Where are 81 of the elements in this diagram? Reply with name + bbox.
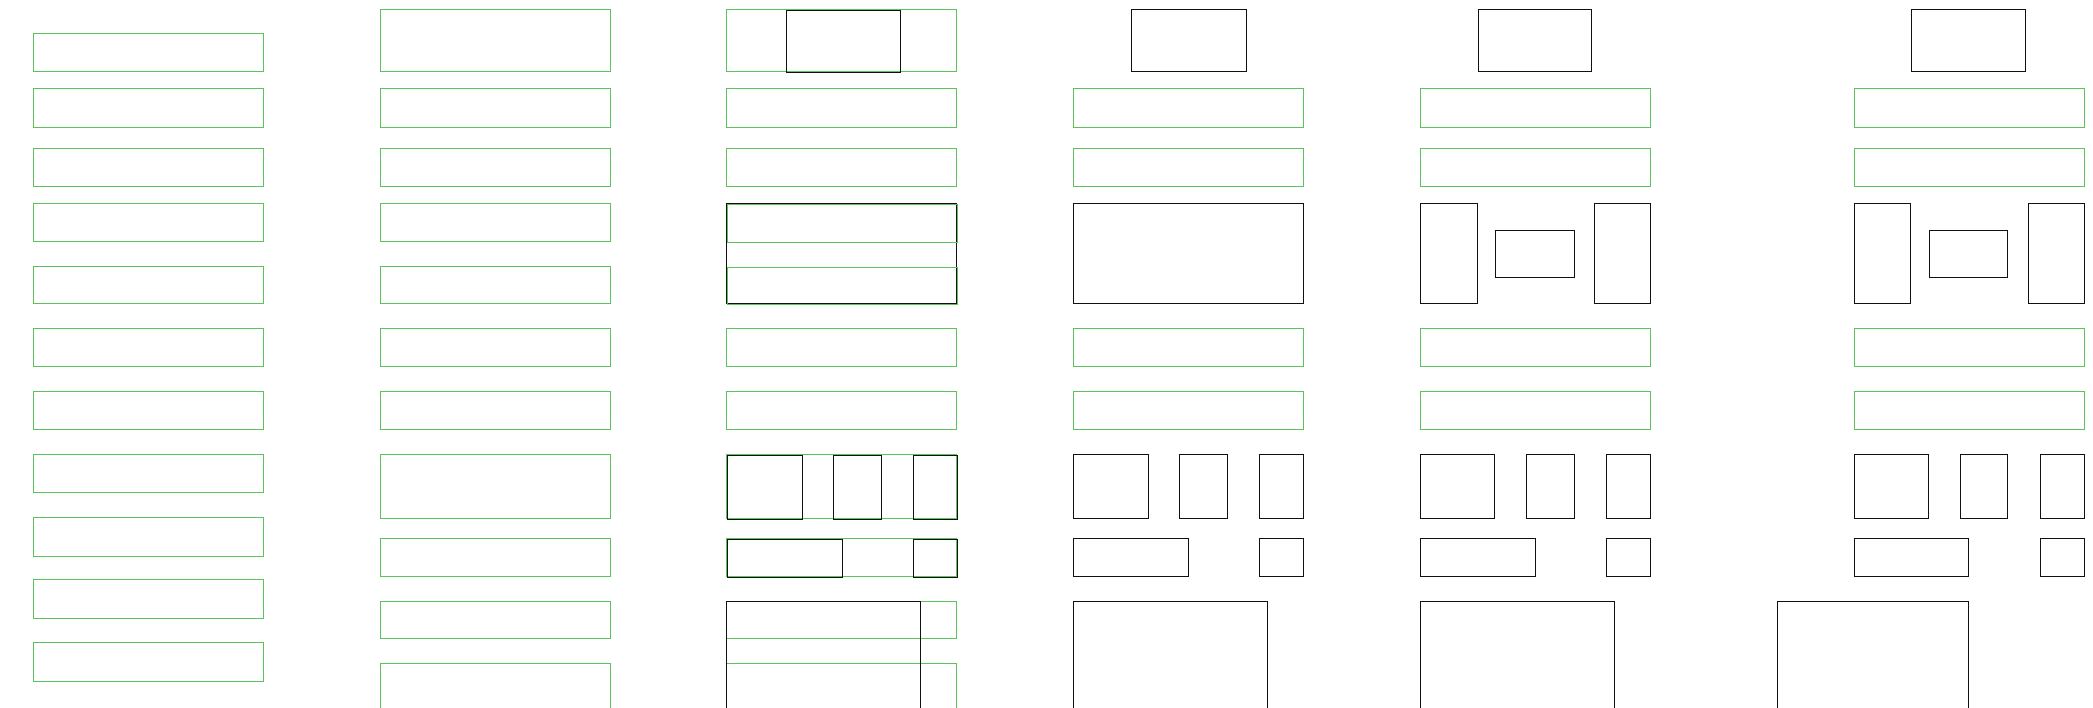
placeholder-box xyxy=(33,391,265,430)
placeholder-box xyxy=(727,203,959,243)
placeholder-box xyxy=(726,328,958,368)
placeholder-box xyxy=(727,266,959,306)
placeholder-box xyxy=(380,537,612,577)
placeholder-box xyxy=(912,538,959,578)
placeholder-box xyxy=(380,9,612,73)
placeholder-box xyxy=(726,391,958,430)
placeholder-box xyxy=(726,148,958,187)
placeholder-box xyxy=(1854,88,2085,129)
placeholder-box xyxy=(726,663,958,708)
placeholder-box xyxy=(1258,537,1305,577)
placeholder-box xyxy=(1073,453,1150,520)
placeholder-box xyxy=(1130,9,1247,73)
placeholder-box xyxy=(380,391,612,430)
placeholder-box xyxy=(726,537,958,577)
placeholder-box xyxy=(912,454,959,521)
placeholder-box xyxy=(33,642,265,683)
placeholder-box xyxy=(1911,9,2027,73)
placeholder-box xyxy=(1073,391,1305,430)
placeholder-box xyxy=(33,33,265,73)
placeholder-box xyxy=(1525,453,1576,520)
placeholder-box xyxy=(1073,600,1269,708)
placeholder-box xyxy=(1854,328,2085,368)
placeholder-box xyxy=(380,202,612,242)
placeholder-box xyxy=(2039,453,2085,520)
placeholder-box xyxy=(1420,453,1495,520)
placeholder-box xyxy=(380,328,612,368)
placeholder-box xyxy=(1605,537,1652,577)
placeholder-box xyxy=(380,663,612,708)
placeholder-box xyxy=(1073,202,1305,305)
placeholder-box xyxy=(1959,453,2008,520)
placeholder-box xyxy=(380,88,612,129)
placeholder-box xyxy=(2039,537,2085,577)
placeholder-box xyxy=(2027,202,2085,305)
placeholder-box xyxy=(1073,328,1305,368)
placeholder-box xyxy=(1605,453,1652,520)
placeholder-box xyxy=(1776,600,1969,708)
placeholder-box xyxy=(380,600,612,640)
placeholder-box xyxy=(726,202,958,305)
placeholder-box xyxy=(33,202,265,242)
placeholder-box xyxy=(1593,202,1652,305)
placeholder-box xyxy=(1854,391,2085,430)
placeholder-box xyxy=(33,265,265,305)
placeholder-box xyxy=(726,9,958,73)
placeholder-box xyxy=(785,10,901,74)
placeholder-box xyxy=(380,148,612,187)
placeholder-box xyxy=(726,453,958,520)
placeholder-box xyxy=(33,328,265,368)
placeholder-box xyxy=(1477,9,1593,73)
placeholder-box xyxy=(832,454,882,521)
placeholder-box xyxy=(1928,229,2008,278)
placeholder-box xyxy=(1258,453,1305,520)
placeholder-box xyxy=(1495,229,1576,278)
placeholder-box xyxy=(1854,537,1969,577)
placeholder-box xyxy=(1178,453,1228,520)
placeholder-box xyxy=(1073,148,1305,187)
placeholder-box xyxy=(1420,328,1652,368)
placeholder-box xyxy=(33,88,265,129)
placeholder-box xyxy=(1854,202,1912,305)
placeholder-box xyxy=(1420,202,1478,305)
placeholder-box xyxy=(33,148,265,187)
placeholder-box xyxy=(1073,88,1305,129)
placeholder-box xyxy=(727,538,844,578)
placeholder-box xyxy=(1854,453,1929,520)
placeholder-box xyxy=(33,579,265,620)
placeholder-box xyxy=(33,453,265,493)
placeholder-box xyxy=(726,600,958,640)
placeholder-box xyxy=(33,516,265,557)
placeholder-box xyxy=(1073,537,1190,577)
placeholder-box xyxy=(380,453,612,520)
placeholder-box xyxy=(727,454,804,521)
placeholder-box xyxy=(726,88,958,129)
placeholder-box xyxy=(1420,148,1652,187)
placeholder-box xyxy=(726,600,921,708)
placeholder-box xyxy=(1420,88,1652,129)
placeholder-box xyxy=(1420,391,1652,430)
placeholder-box xyxy=(1420,600,1616,708)
placeholder-box xyxy=(380,265,612,305)
placeholder-box xyxy=(1420,537,1537,577)
placeholder-box xyxy=(1854,148,2085,187)
